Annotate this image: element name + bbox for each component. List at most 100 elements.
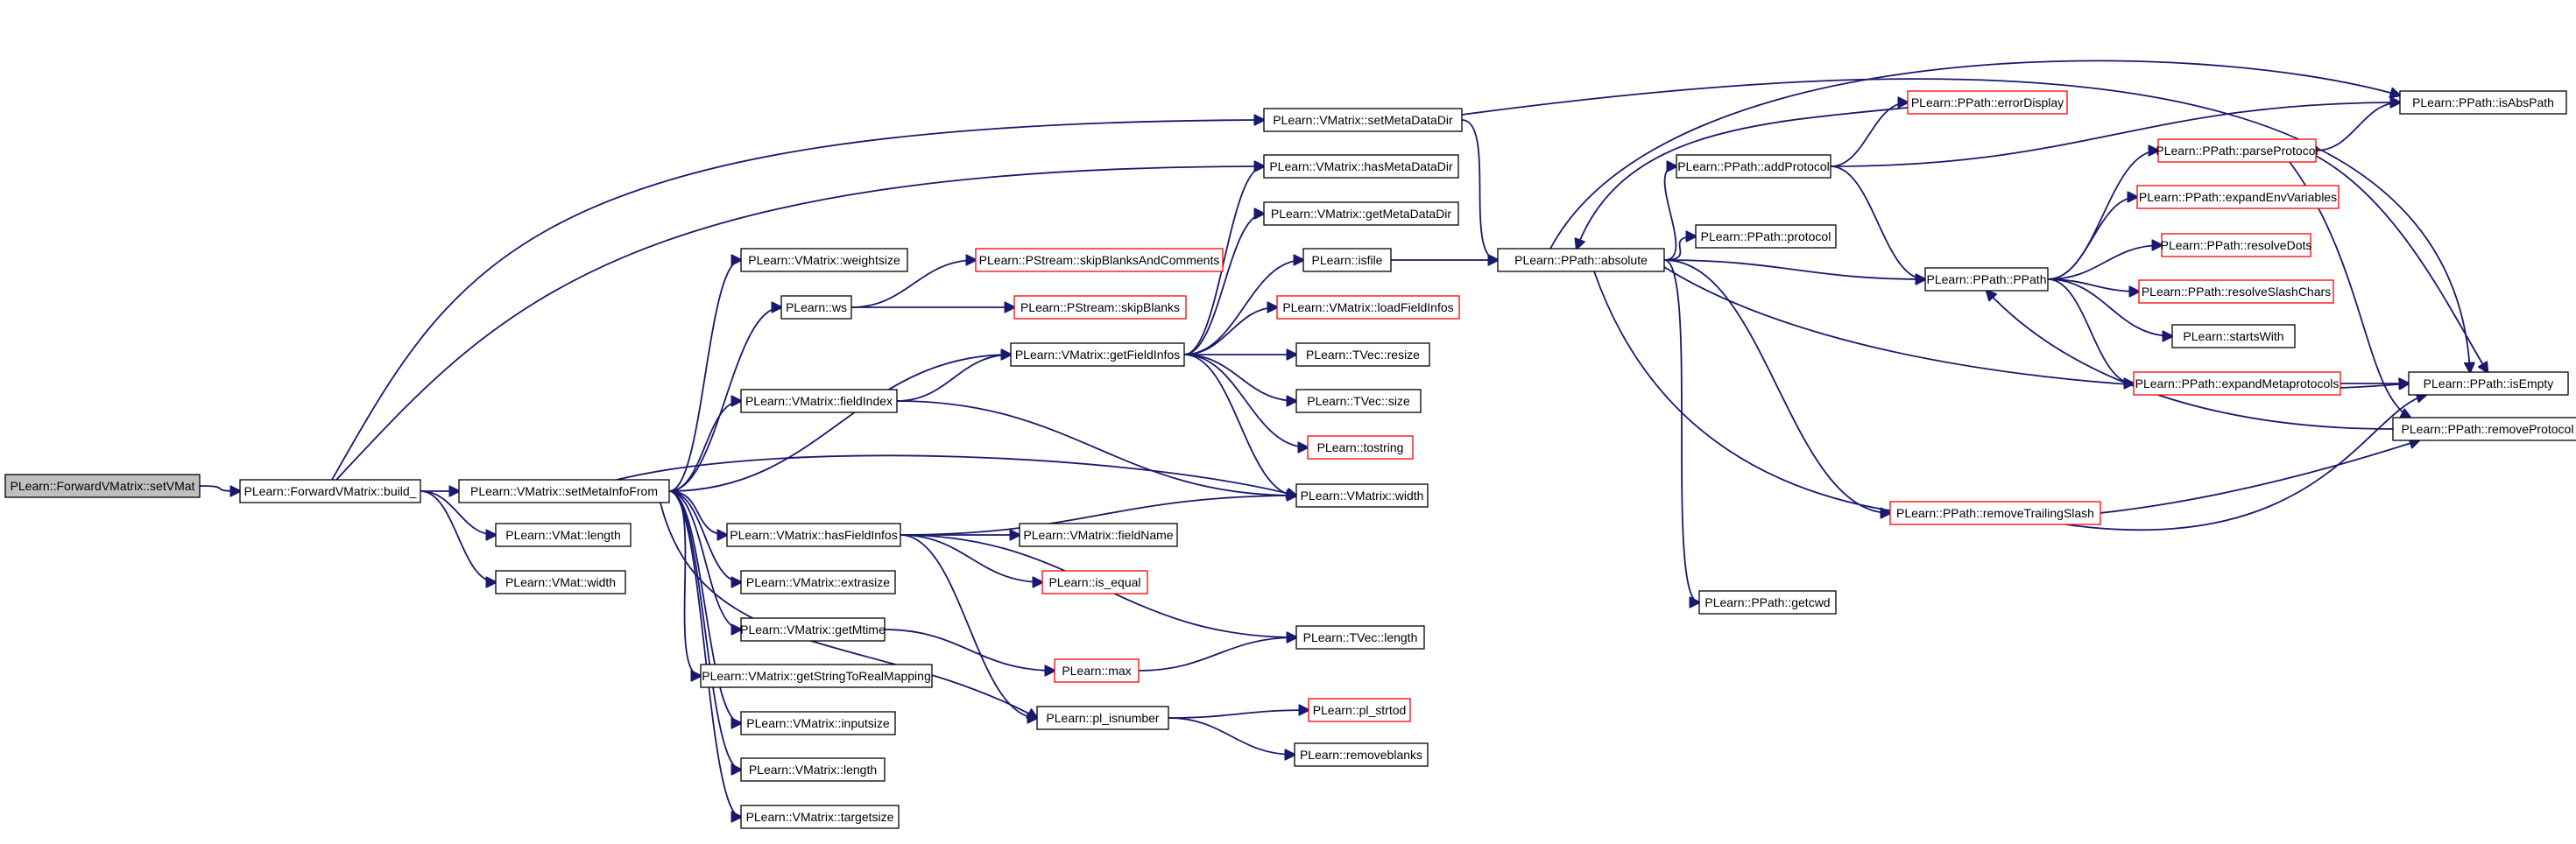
- node-setMetaDataDir[interactable]: PLearn::VMatrix::setMetaDataDir: [1263, 108, 1463, 132]
- node-fieldIndex[interactable]: PLearn::VMatrix::fieldIndex: [740, 389, 898, 413]
- edge-absolute-to-protocol: [1663, 236, 1696, 261]
- node-fieldName[interactable]: PLearn::VMatrix::fieldName: [1019, 523, 1178, 547]
- node-removeblanks[interactable]: PLearn::removeblanks: [1294, 742, 1429, 767]
- node-getStringToRealMapping[interactable]: PLearn::VMatrix::getStringToRealMapping: [700, 664, 933, 688]
- node-resolveDots[interactable]: PLearn::PPath::resolveDots: [2161, 233, 2312, 257]
- node-vmatrix_width[interactable]: PLearn::VMatrix::width: [1295, 483, 1429, 508]
- node-parseProtocol[interactable]: PLearn::PPath::parseProtocol: [2156, 138, 2318, 163]
- edge-setMetaInfoFrom-to-vmatrix_width: [616, 454, 1296, 496]
- node-pl_strtod[interactable]: PLearn::pl_strtod: [1308, 698, 1411, 722]
- node-box: [239, 479, 421, 503]
- node-box: [1263, 108, 1463, 132]
- node-inputsize[interactable]: PLearn::VMatrix::inputsize: [740, 711, 896, 735]
- node-getcwd[interactable]: PLearn::PPath::getcwd: [1698, 590, 1837, 615]
- node-getMtime[interactable]: PLearn::VMatrix::getMtime: [740, 617, 886, 642]
- node-getMetaDataDir[interactable]: PLearn::VMatrix::getMetaDataDir: [1263, 201, 1459, 226]
- node-absolute[interactable]: PLearn::PPath::absolute: [1497, 248, 1665, 272]
- node-label: PLearn::PPath::removeProtocol: [2402, 422, 2574, 436]
- node-removeTrailingSlash[interactable]: PLearn::PPath::removeTrailingSlash: [1889, 501, 2101, 525]
- node-label: PLearn::VMatrix::getStringToRealMapping: [702, 669, 930, 683]
- node-expandEnvVariables[interactable]: PLearn::PPath::expandEnvVariables: [2136, 185, 2340, 209]
- node-tvec_resize[interactable]: PLearn::TVec::resize: [1295, 342, 1430, 367]
- node-label: PLearn::VMatrix::extrasize: [746, 575, 890, 589]
- node-box: [1676, 154, 1831, 179]
- node-box: [1294, 742, 1429, 767]
- node-weightsize[interactable]: PLearn::VMatrix::weightsize: [740, 248, 908, 272]
- node-label: PLearn::PPath::resolveSlashChars: [2142, 285, 2331, 299]
- node-box: [1263, 201, 1459, 226]
- edge-absolute-to-isAbsPath: [1549, 60, 2400, 250]
- edge-max-to-tvec_length: [1138, 637, 1296, 672]
- node-resolveSlashChars[interactable]: PLearn::PPath::resolveSlashChars: [2138, 279, 2334, 304]
- edge-build_-to-vmat_width: [420, 490, 496, 582]
- node-label: PLearn::PPath::addProtocol: [1677, 159, 1830, 173]
- edge-build_-to-hasMetaDataDir: [335, 166, 1264, 481]
- node-pl_isnumber[interactable]: PLearn::pl_isnumber: [1036, 706, 1169, 730]
- node-label: PLearn::PPath::PPath: [1927, 272, 2047, 286]
- edge-ppath-to-parseProtocol: [2047, 151, 2158, 280]
- edge-parseProtocol-to-isAbsPath: [2315, 102, 2400, 151]
- node-isAbsPath[interactable]: PLearn::PPath::isAbsPath: [2399, 90, 2567, 115]
- edge-ppath-to-expandEnvVariables: [2047, 197, 2137, 280]
- node-label: PLearn::VMatrix::getMetaDataDir: [1271, 207, 1452, 221]
- node-box: [1054, 658, 1140, 683]
- edge-setMetaInfoFrom-to-inputsize: [668, 490, 741, 723]
- edge-absolute-to-addProtocol: [1663, 166, 1676, 261]
- node-vmatrix_length[interactable]: PLearn::VMatrix::length: [740, 757, 886, 782]
- node-label: PLearn::PPath::expandMetaprotocols: [2135, 376, 2340, 390]
- node-is_equal[interactable]: PLearn::is_equal: [1041, 570, 1148, 594]
- node-tvec_length[interactable]: PLearn::TVec::length: [1295, 625, 1425, 650]
- node-getFieldInfos[interactable]: PLearn::VMatrix::getFieldInfos: [1010, 342, 1185, 367]
- node-box: [2133, 371, 2341, 396]
- node-skipBlanks[interactable]: PLearn::PStream::skipBlanks: [1013, 295, 1187, 320]
- node-expandMetaprotocols[interactable]: PLearn::PPath::expandMetaprotocols: [2133, 371, 2341, 396]
- node-vmat_length[interactable]: PLearn::VMat::length: [495, 523, 632, 547]
- node-isEmpty[interactable]: PLearn::PPath::isEmpty: [2408, 371, 2569, 396]
- edge-setMetaInfoFrom-to-hasFieldInfos: [668, 490, 727, 535]
- node-label: PLearn::VMatrix::setMetaDataDir: [1273, 113, 1453, 127]
- node-hasFieldInfos[interactable]: PLearn::VMatrix::hasFieldInfos: [726, 523, 901, 547]
- node-loadFieldInfos[interactable]: PLearn::VMatrix::loadFieldInfos: [1276, 295, 1460, 320]
- node-max[interactable]: PLearn::max: [1054, 658, 1140, 683]
- node-ppath[interactable]: PLearn::PPath::PPath: [1924, 267, 2049, 292]
- node-tvec_size[interactable]: PLearn::TVec::size: [1295, 389, 1422, 413]
- node-box: [2161, 233, 2311, 257]
- edge-removeTrailingSlash-to-isEmpty: [2064, 395, 2426, 531]
- node-errorDisplay[interactable]: PLearn::PPath::errorDisplay: [1907, 90, 2068, 115]
- node-build_[interactable]: PLearn::ForwardVMatrix::build_: [239, 479, 421, 503]
- node-box: [1019, 523, 1178, 547]
- node-label: PLearn::VMatrix::width: [1301, 489, 1424, 503]
- node-label: PLearn::VMatrix::fieldName: [1023, 528, 1173, 542]
- node-tostring[interactable]: PLearn::tostring: [1307, 435, 1414, 460]
- node-extrasize[interactable]: PLearn::VMatrix::extrasize: [740, 570, 896, 594]
- node-label: PLearn::PPath::resolveDots: [2161, 238, 2312, 252]
- node-label: PLearn::TVec::resize: [1306, 348, 1420, 362]
- node-skipBlanksAndComments[interactable]: PLearn::PStream::skipBlanksAndComments: [975, 248, 1224, 272]
- node-removeProtocol[interactable]: PLearn::PPath::removeProtocol: [2392, 417, 2576, 441]
- node-vmat_width[interactable]: PLearn::VMat::width: [495, 570, 626, 594]
- node-addProtocol[interactable]: PLearn::PPath::addProtocol: [1676, 154, 1831, 179]
- node-targetsize[interactable]: PLearn::VMatrix::targetsize: [740, 805, 900, 829]
- node-box: [1308, 698, 1411, 722]
- node-hasMetaDataDir[interactable]: PLearn::VMatrix::hasMetaDataDir: [1263, 154, 1459, 179]
- node-label: PLearn::PStream::skipBlanksAndComments: [979, 253, 1220, 267]
- node-ws[interactable]: PLearn::ws: [780, 295, 852, 320]
- edge-addProtocol-to-ppath: [1830, 165, 1925, 279]
- node-setMetaInfoFrom[interactable]: PLearn::VMatrix::setMetaInfoFrom: [458, 479, 670, 503]
- node-box: [1036, 706, 1169, 730]
- node-box: [1889, 501, 2101, 525]
- node-label: PLearn::VMatrix::weightsize: [748, 253, 900, 267]
- node-isfile[interactable]: PLearn::isfile: [1302, 248, 1392, 272]
- edge-addProtocol-to-isAbsPath: [1830, 102, 2400, 167]
- edge-getFieldInfos-to-tostring: [1183, 354, 1308, 447]
- node-label: PLearn::PPath::parseProtocol: [2156, 144, 2318, 158]
- node-label: PLearn::PStream::skipBlanks: [1020, 300, 1180, 314]
- node-startsWith[interactable]: PLearn::startsWith: [2171, 324, 2296, 348]
- edge-setVMat-to-build_: [199, 485, 240, 491]
- node-box: [4, 474, 201, 498]
- node-box: [495, 523, 632, 547]
- edge-parseProtocol-to-isEmpty: [2315, 155, 2488, 372]
- node-label: PLearn::PPath::absolute: [1514, 253, 1648, 267]
- node-protocol[interactable]: PLearn::PPath::protocol: [1695, 224, 1837, 249]
